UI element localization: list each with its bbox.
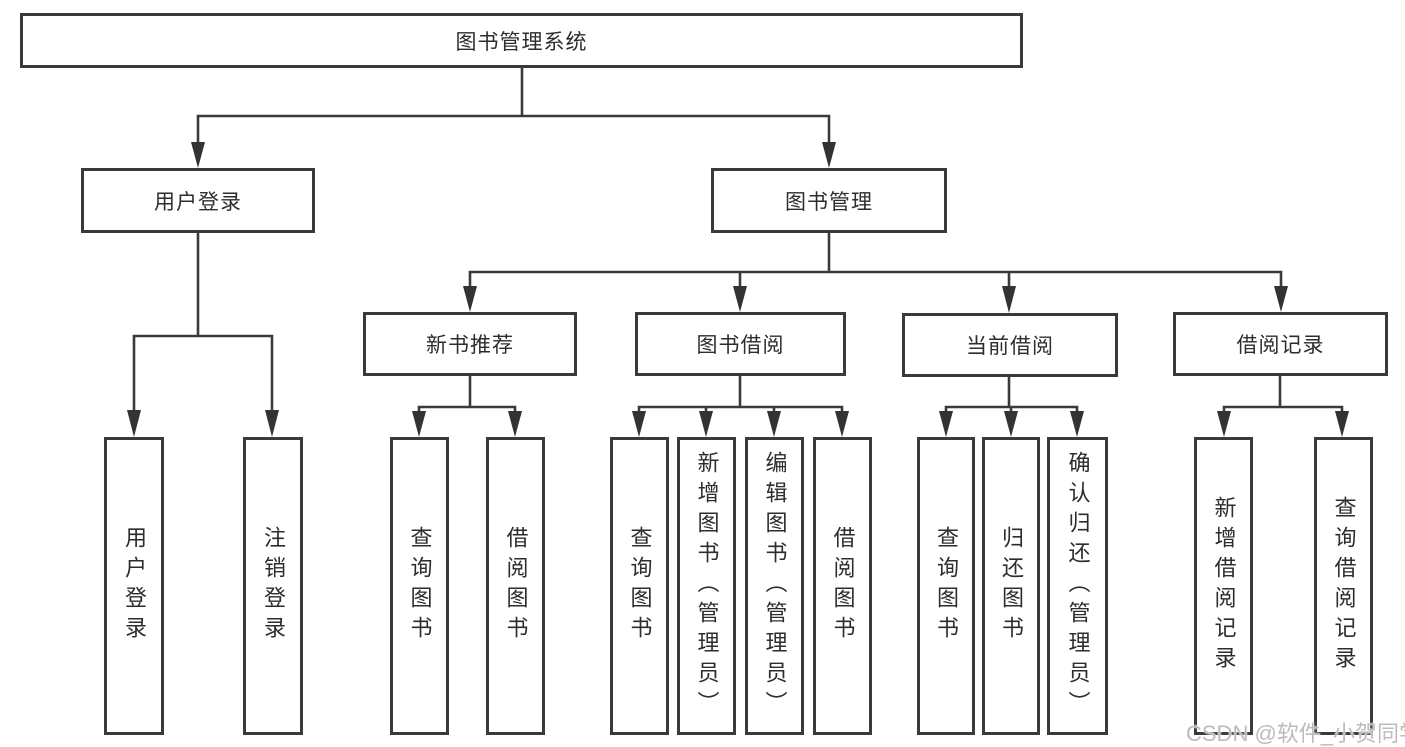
node-current-borrowing: 当前借阅 [902, 313, 1118, 377]
arrowhead [1335, 411, 1349, 437]
node-user-login: 用户登录 [81, 168, 315, 233]
connector-book-mgmt-to-level3 [463, 233, 1288, 313]
node-library-system: 图书管理系统 [20, 13, 1023, 68]
arrowhead [835, 411, 849, 437]
node-label: 新增图书（管理员） [694, 451, 720, 721]
connector-current-borrowing-children [939, 377, 1084, 437]
arrowhead [1004, 411, 1018, 437]
node-borrowing-records: 借阅记录 [1173, 312, 1388, 376]
leaf-query-books-current: 查询图书 [917, 437, 975, 735]
node-label: 确认归还（管理员） [1065, 451, 1091, 721]
node-book-management: 图书管理 [711, 168, 947, 233]
arrowhead [508, 411, 522, 437]
leaf-query-borrow-record: 查询借阅记录 [1314, 437, 1373, 735]
arrowhead [412, 411, 426, 437]
leaf-return-books: 归还图书 [982, 437, 1040, 735]
node-label: 图书管理 [785, 190, 873, 214]
leaf-query-books-borrowing: 查询图书 [610, 437, 669, 735]
leaf-edit-books-admin: 编辑图书（管理员） [745, 437, 804, 735]
arrowhead [1070, 411, 1084, 437]
node-label: 当前借阅 [966, 335, 1054, 358]
node-new-book-recommend: 新书推荐 [363, 312, 577, 376]
arrowhead [632, 411, 646, 437]
node-label: 注销登录 [261, 526, 286, 646]
leaf-user-login: 用户登录 [104, 437, 164, 735]
node-book-borrowing: 图书借阅 [635, 312, 846, 376]
arrowhead [939, 411, 953, 437]
node-label: 查询图书 [934, 526, 959, 646]
node-label: 用户登录 [122, 526, 147, 646]
node-label: 图书借阅 [696, 334, 785, 357]
node-label: 借阅图书 [830, 526, 856, 646]
leaf-query-books-recommend: 查询图书 [390, 437, 449, 735]
node-label: 借阅记录 [1236, 334, 1325, 357]
leaf-borrow-books-recommend: 借阅图书 [486, 437, 545, 735]
leaf-add-borrow-record: 新增借阅记录 [1194, 437, 1253, 735]
connector-user-login-children [127, 233, 279, 437]
node-label: 查询图书 [407, 526, 433, 646]
arrowhead [265, 410, 279, 437]
arrowhead [463, 286, 477, 312]
arrowhead [822, 142, 836, 168]
arrowhead [1002, 286, 1016, 313]
node-label: 查询借阅记录 [1331, 496, 1357, 676]
node-label: 归还图书 [999, 526, 1024, 646]
csdn-watermark: CSDN @软件_小贺同学 [1186, 721, 1405, 746]
arrowhead [127, 410, 141, 437]
arrowhead [733, 286, 747, 312]
connector-new-book-children [412, 376, 522, 437]
leaf-borrow-books-borrowing: 借阅图书 [813, 437, 872, 735]
leaf-add-books-admin: 新增图书（管理员） [677, 437, 736, 735]
node-label: 新书推荐 [426, 334, 514, 357]
arrowhead [699, 411, 713, 437]
arrowhead [1274, 286, 1288, 312]
node-label: 编辑图书（管理员） [762, 451, 788, 721]
connector-root-to-level2 [191, 68, 836, 168]
arrowhead [191, 142, 205, 168]
node-label: 借阅图书 [503, 526, 529, 646]
leaf-logout-login: 注销登录 [243, 437, 303, 735]
arrowhead [767, 411, 781, 437]
arrowhead [1217, 411, 1231, 437]
connector-borrow-records-children [1217, 376, 1349, 437]
node-label: 用户登录 [154, 190, 242, 214]
leaf-confirm-return-admin: 确认归还（管理员） [1047, 437, 1108, 735]
connector-book-borrowing-children [632, 376, 849, 437]
node-label: 图书管理系统 [455, 30, 588, 54]
node-label: 查询图书 [627, 526, 653, 646]
node-label: 新增借阅记录 [1211, 496, 1237, 676]
